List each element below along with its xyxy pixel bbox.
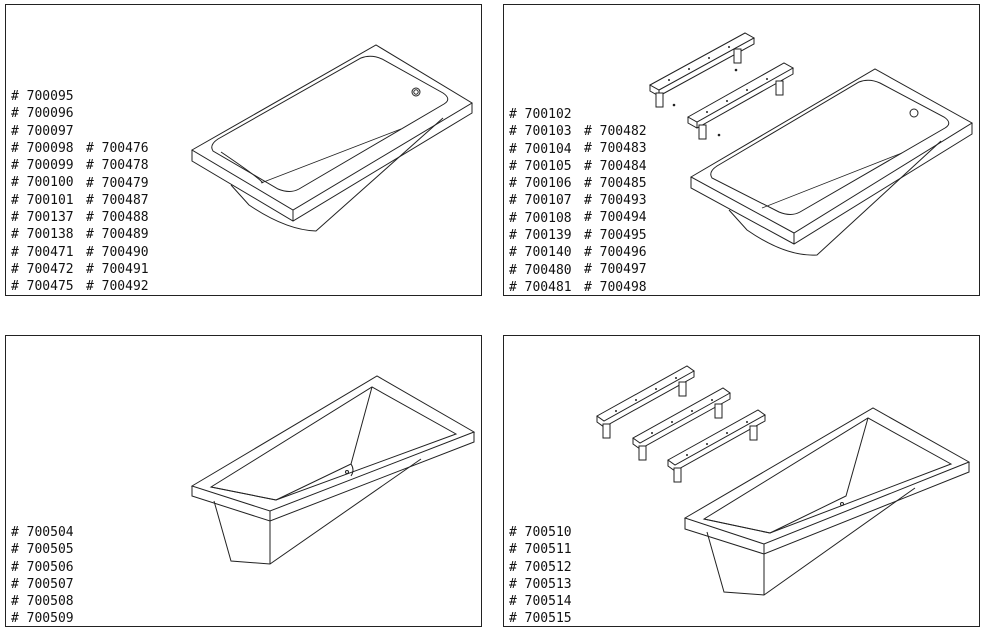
rectangular-bathtub-with-frame-drawing bbox=[504, 5, 981, 297]
panel-rect-bathtub-with-frame: # 700102 # 700103 # 700104 # 700105 # 70… bbox=[503, 4, 980, 296]
article-number: # 700508 bbox=[11, 594, 74, 610]
article-number: # 700476 bbox=[86, 141, 149, 156]
rectangular-bathtub-drawing bbox=[6, 5, 483, 297]
article-number: # 700140 bbox=[509, 245, 572, 261]
article-number: # 700510 bbox=[509, 525, 572, 540]
trapezoid-bathtub-drawing bbox=[6, 336, 483, 628]
article-number: # 700484 bbox=[584, 158, 647, 174]
article-number: # 700099 bbox=[11, 158, 74, 174]
article-number: # 700512 bbox=[509, 559, 572, 575]
article-number: # 700105 bbox=[509, 158, 572, 174]
article-number: # 700497 bbox=[584, 262, 647, 278]
article-number: # 700101 bbox=[11, 192, 74, 208]
panel-trapezoid-bathtub-with-frame: # 700510 # 700511 # 700512 # 700513 # 70… bbox=[503, 335, 980, 627]
article-number: # 700471 bbox=[11, 244, 74, 260]
panel-rect-bathtub: # 700095 # 700096 # 700097 # 700098 # 70… bbox=[5, 4, 482, 296]
article-number: # 700480 bbox=[509, 262, 572, 278]
article-number: # 700507 bbox=[11, 576, 74, 592]
article-number: # 700139 bbox=[509, 228, 572, 244]
article-numbers-col2: # 700476 # 700478 # 700479 # 700487 # 70… bbox=[86, 140, 149, 296]
article-number: # 700096 bbox=[11, 106, 74, 122]
article-number: # 700504 bbox=[11, 525, 74, 540]
article-number: # 700514 bbox=[509, 594, 572, 610]
article-number: # 700108 bbox=[509, 210, 572, 226]
article-number: # 700107 bbox=[509, 193, 572, 209]
article-numbers-col1: # 700510 # 700511 # 700512 # 700513 # 70… bbox=[509, 524, 572, 628]
article-numbers-col1: # 700095 # 700096 # 700097 # 700098 # 70… bbox=[11, 88, 74, 296]
trapezoid-bathtub-with-frame-drawing bbox=[504, 336, 981, 628]
article-number: # 700103 bbox=[509, 124, 572, 140]
article-number: # 700496 bbox=[584, 245, 647, 261]
article-number: # 700490 bbox=[86, 244, 149, 260]
article-number: # 700515 bbox=[509, 611, 572, 627]
article-number: # 700487 bbox=[86, 192, 149, 208]
article-number: # 700100 bbox=[11, 175, 74, 191]
article-number: # 700475 bbox=[11, 279, 74, 295]
article-number: # 700505 bbox=[11, 542, 74, 558]
article-number: # 700138 bbox=[11, 227, 74, 243]
article-number: # 700498 bbox=[584, 279, 647, 295]
article-number: # 700511 bbox=[509, 542, 572, 558]
article-number: # 700495 bbox=[584, 227, 647, 243]
article-numbers-col1: # 700102 # 700103 # 700104 # 700105 # 70… bbox=[509, 106, 572, 296]
article-number: # 700106 bbox=[509, 176, 572, 192]
article-number: # 700097 bbox=[11, 123, 74, 139]
article-number: # 700481 bbox=[509, 279, 572, 295]
article-number: # 700472 bbox=[11, 261, 74, 277]
article-number: # 700513 bbox=[509, 576, 572, 592]
article-number: # 700095 bbox=[11, 89, 74, 104]
article-numbers-col1: # 700504 # 700505 # 700506 # 700507 # 70… bbox=[11, 524, 74, 628]
article-number: # 700493 bbox=[584, 193, 647, 209]
article-number: # 700492 bbox=[86, 279, 149, 295]
article-number: # 700098 bbox=[11, 140, 74, 156]
article-number: # 700506 bbox=[11, 559, 74, 575]
article-number: # 700102 bbox=[509, 107, 572, 122]
article-numbers-col2: # 700482 # 700483 # 700484 # 700485 # 70… bbox=[584, 123, 647, 296]
article-number: # 700485 bbox=[584, 175, 647, 191]
article-number: # 700478 bbox=[86, 158, 149, 174]
article-number: # 700494 bbox=[584, 210, 647, 226]
article-number: # 700483 bbox=[584, 141, 647, 157]
article-number: # 700509 bbox=[11, 611, 74, 627]
article-number: # 700482 bbox=[584, 124, 647, 139]
article-number: # 700104 bbox=[509, 141, 572, 157]
panel-trapezoid-bathtub: # 700504 # 700505 # 700506 # 700507 # 70… bbox=[5, 335, 482, 627]
article-number: # 700479 bbox=[86, 175, 149, 191]
article-number: # 700488 bbox=[86, 210, 149, 226]
article-number: # 700137 bbox=[11, 210, 74, 226]
article-number: # 700489 bbox=[86, 227, 149, 243]
article-number: # 700491 bbox=[86, 262, 149, 278]
